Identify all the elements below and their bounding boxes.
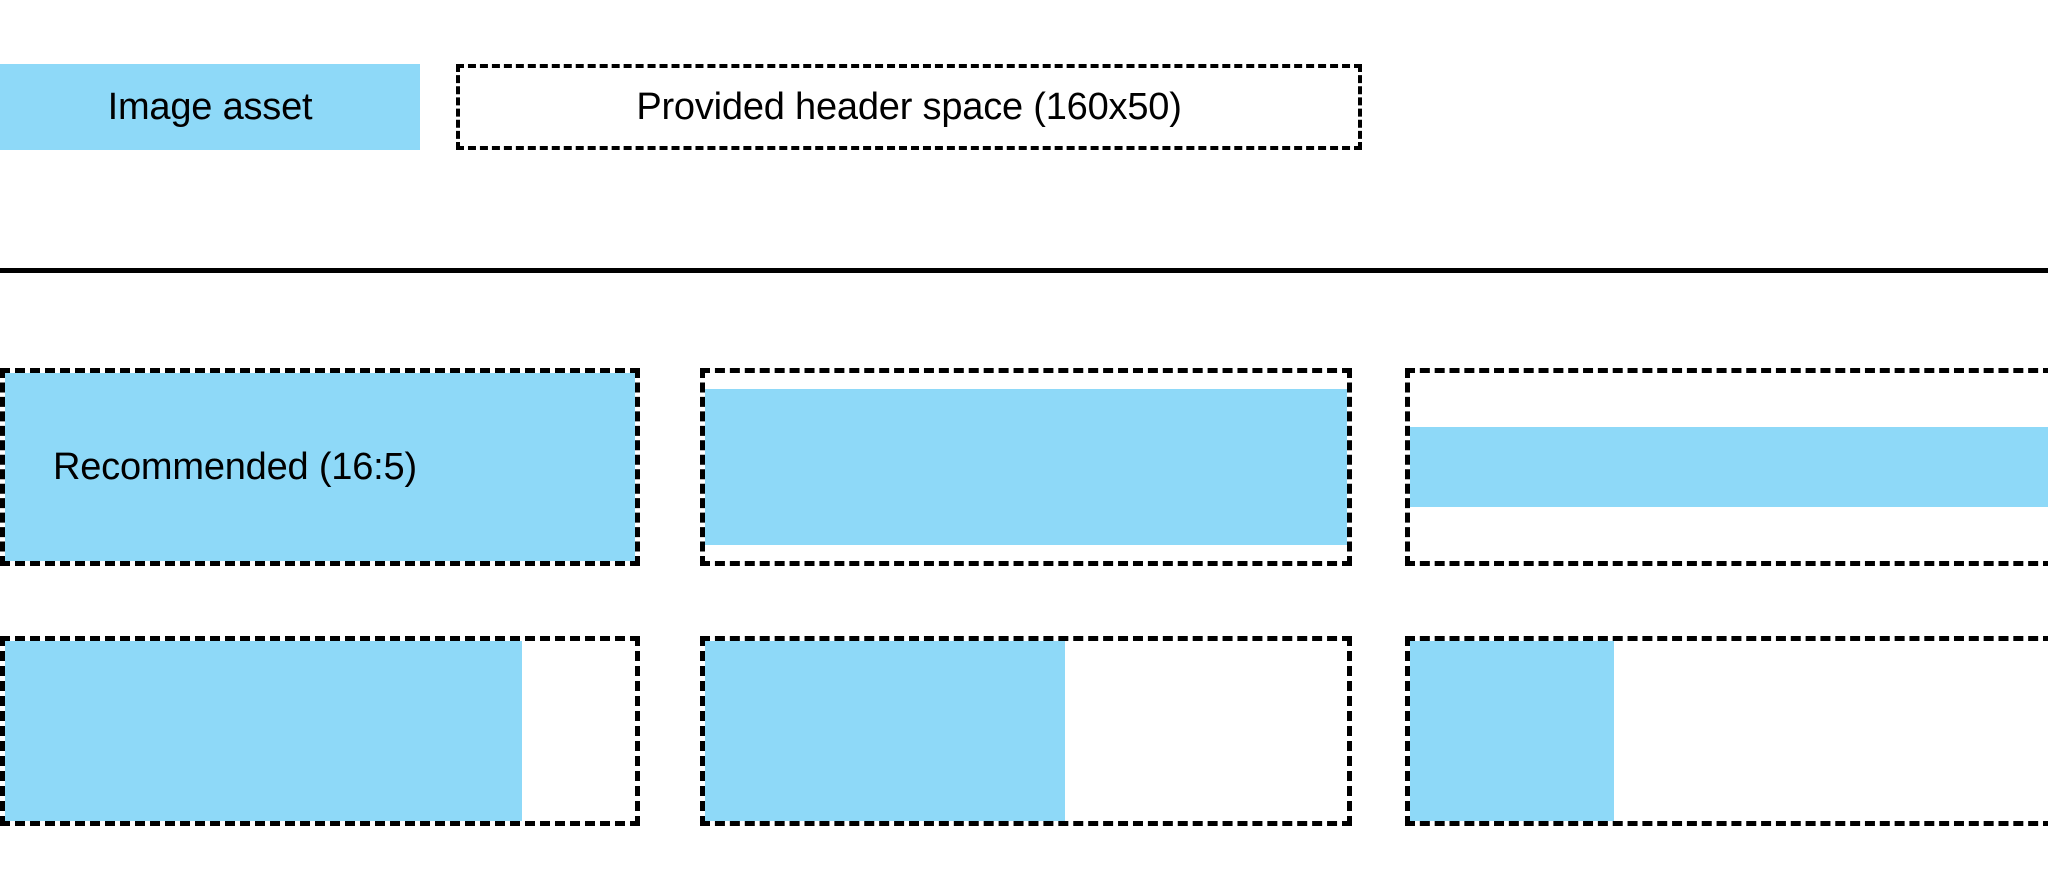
asset-fill — [1410, 426, 2048, 508]
example-cell-short-band-asset — [1405, 368, 2048, 566]
example-cell-recommended-16-5: Recommended (16:5) — [0, 368, 640, 566]
image-asset-swatch: Image asset — [0, 64, 420, 150]
example-grid: Recommended (16:5) — [0, 368, 2048, 896]
example-cell-shorter-asset — [700, 368, 1352, 566]
example-cell-narrow-partial-asset — [1405, 636, 2048, 826]
example-cell-medium-partial-asset — [700, 636, 1352, 826]
provided-header-space-label: Provided header space (160x50) — [636, 86, 1182, 128]
asset-fill — [5, 641, 522, 821]
example-cell-wide-partial-asset — [0, 636, 640, 826]
image-asset-label: Image asset — [107, 86, 313, 128]
asset-fill — [5, 373, 635, 561]
legend-row: Image asset Provided header space (160x5… — [0, 64, 2048, 150]
provided-header-space-box: Provided header space (160x50) — [456, 64, 1362, 150]
asset-fill — [1410, 641, 1615, 821]
asset-fill — [705, 641, 1065, 821]
recommended-ratio-label: Recommended (16:5) — [53, 446, 417, 488]
asset-fill — [705, 388, 1347, 545]
section-divider — [0, 268, 2048, 273]
